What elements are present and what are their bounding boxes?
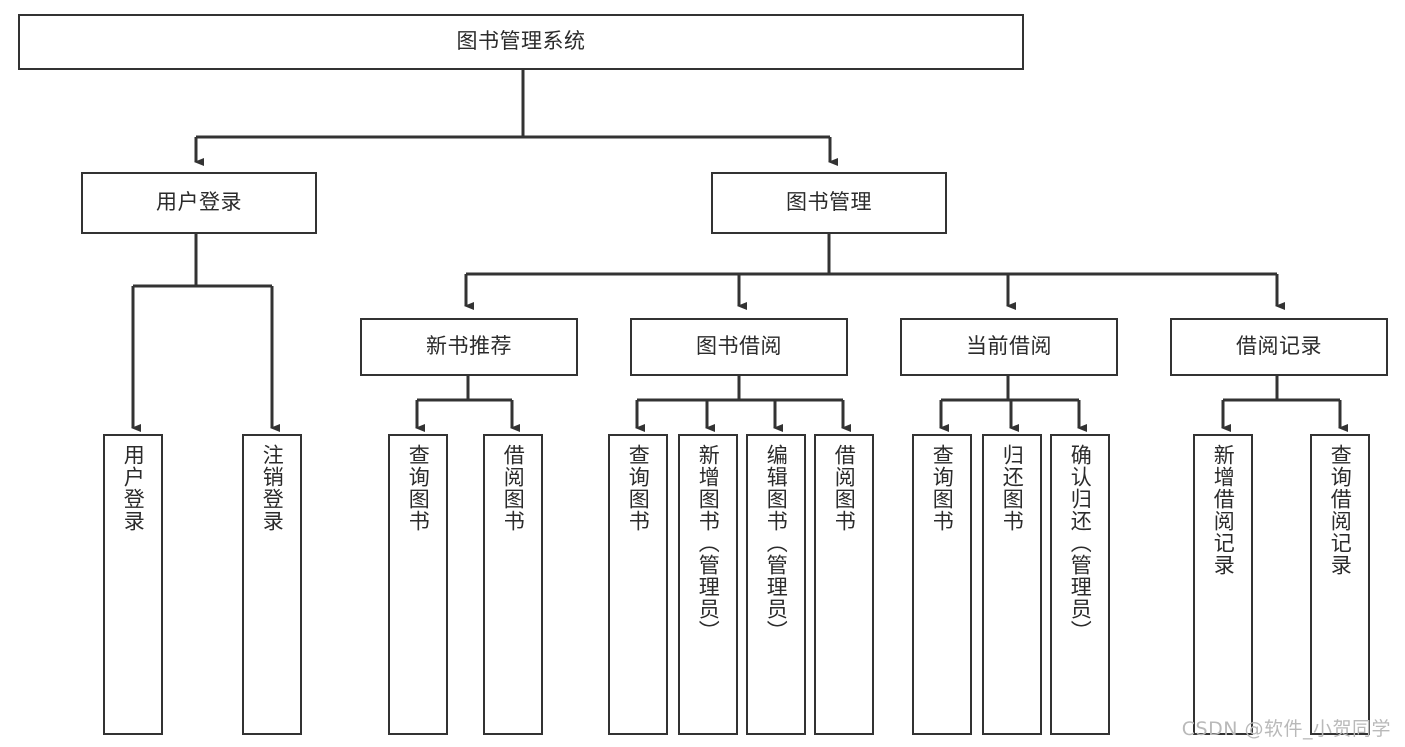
node-label: 查询图书 (406, 444, 431, 532)
node-label: 查询图书 (626, 444, 651, 532)
node-label: 用户登录 (156, 190, 242, 215)
node-label: 借阅图书 (501, 444, 526, 532)
node-label: 归还图书 (1000, 444, 1025, 532)
leaf-query-books-current[interactable]: 查询图书 (912, 434, 972, 735)
node-label: 新增借阅记录 (1211, 444, 1236, 576)
node-label: 图书管理系统 (456, 29, 586, 54)
node-label: 编辑图书（管理员） (764, 444, 789, 642)
leaf-logout[interactable]: 注销登录 (242, 434, 302, 735)
leaf-borrow-books-recommend[interactable]: 借阅图书 (483, 434, 543, 735)
node-label: 图书借阅 (696, 334, 782, 359)
leaf-query-books-recommend[interactable]: 查询图书 (388, 434, 448, 735)
node-label: 用户登录 (121, 444, 146, 532)
node-label: 新书推荐 (426, 334, 512, 359)
node-book-management[interactable]: 图书管理 (711, 172, 947, 234)
node-label: 借阅记录 (1236, 334, 1322, 359)
leaf-query-borrow-record[interactable]: 查询借阅记录 (1310, 434, 1370, 735)
node-borrow-records[interactable]: 借阅记录 (1170, 318, 1388, 376)
node-label: 查询借阅记录 (1328, 444, 1353, 576)
leaf-return-books[interactable]: 归还图书 (982, 434, 1042, 735)
leaf-confirm-return-admin[interactable]: 确认归还（管理员） (1050, 434, 1110, 735)
leaf-query-books-borrow[interactable]: 查询图书 (608, 434, 668, 735)
watermark: CSDN @软件_小贺同学 (1181, 718, 1391, 740)
node-label: 当前借阅 (966, 334, 1052, 359)
node-new-book-recommend[interactable]: 新书推荐 (360, 318, 578, 376)
node-label: 查询图书 (930, 444, 955, 532)
leaf-user-login[interactable]: 用户登录 (103, 434, 163, 735)
node-label: 借阅图书 (832, 444, 857, 532)
node-current-borrow[interactable]: 当前借阅 (900, 318, 1118, 376)
node-book-borrow[interactable]: 图书借阅 (630, 318, 848, 376)
node-label: 确认归还（管理员） (1068, 444, 1093, 642)
node-user-login[interactable]: 用户登录 (81, 172, 317, 234)
leaf-add-book-admin[interactable]: 新增图书（管理员） (678, 434, 738, 735)
node-root-system[interactable]: 图书管理系统 (18, 14, 1024, 70)
node-label: 新增图书（管理员） (696, 444, 721, 642)
leaf-edit-book-admin[interactable]: 编辑图书（管理员） (746, 434, 806, 735)
node-label: 图书管理 (786, 190, 872, 215)
node-label: 注销登录 (260, 444, 285, 532)
leaf-borrow-books[interactable]: 借阅图书 (814, 434, 874, 735)
leaf-add-borrow-record[interactable]: 新增借阅记录 (1193, 434, 1253, 735)
